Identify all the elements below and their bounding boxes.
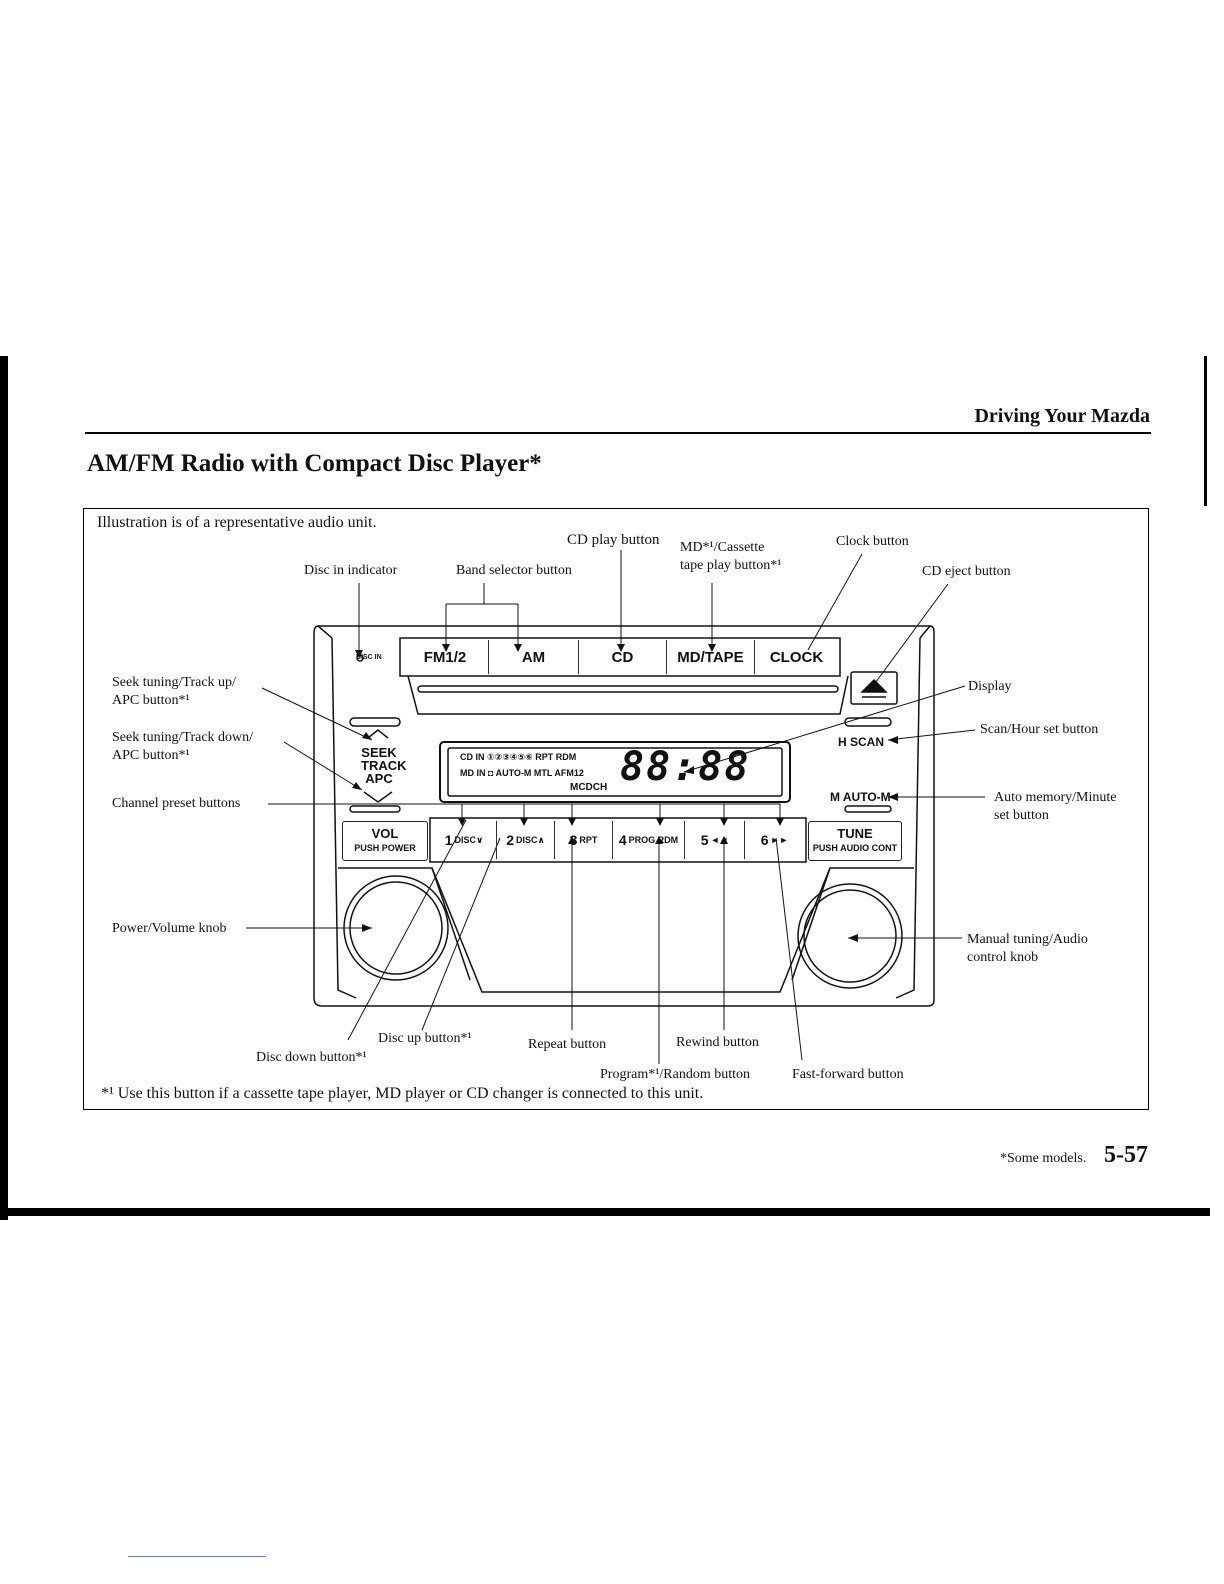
- callout-disc-down: Disc down button*¹: [256, 1050, 367, 1065]
- vol-label: VOL: [371, 826, 399, 841]
- header-rule: [85, 432, 1151, 434]
- power-volume-knob[interactable]: [344, 876, 448, 980]
- preset-6-number: 6: [760, 832, 769, 848]
- preset-button-6[interactable]: 6►►: [744, 821, 804, 859]
- preset-5-number: 5: [700, 832, 709, 848]
- page-title: AM/FM Radio with Compact Disc Player*: [87, 450, 542, 477]
- page-number: 5-57: [1104, 1142, 1148, 1168]
- tune-sub-label: PUSH AUDIO CONT: [812, 843, 898, 853]
- display-indicators-row1: CD IN ①②③④⑤⑥ RPT RDM: [460, 752, 577, 762]
- scan-hour-button[interactable]: H SCAN: [838, 735, 885, 749]
- preset-button-5[interactable]: 5◄◄: [684, 821, 744, 859]
- manual-tuning-audio-knob[interactable]: [798, 884, 902, 988]
- callout-disc-up: Disc up button*¹: [378, 1031, 472, 1046]
- preset-3-number: 3: [569, 832, 578, 848]
- display-indicators-row3: MCDCH: [570, 782, 608, 793]
- preset-4-sub: PROG RDM: [628, 835, 679, 845]
- callout-cd-play: CD play button: [567, 532, 660, 548]
- callout-display: Display: [968, 679, 1012, 694]
- preset-4-number: 4: [618, 832, 627, 848]
- callout-auto-memory-1: Auto memory/Minute: [994, 790, 1117, 805]
- callout-repeat: Repeat button: [528, 1037, 607, 1052]
- some-models-note: *Some models.: [1000, 1151, 1087, 1166]
- am-button[interactable]: AM: [488, 640, 578, 674]
- callout-fast-forward: Fast-forward button: [792, 1067, 904, 1082]
- callout-channel-preset: Channel preset buttons: [112, 796, 241, 811]
- callout-manual-tuning-1: Manual tuning/Audio: [967, 932, 1088, 947]
- preset-2-number: 2: [506, 832, 514, 848]
- callout-power-volume: Power/Volume knob: [112, 921, 227, 936]
- md-tape-button[interactable]: MD/TAPE: [666, 640, 754, 674]
- link-underline[interactable]: [128, 1556, 266, 1557]
- page-bottom-bar: [0, 1208, 1210, 1216]
- callout-scan-hour: Scan/Hour set button: [980, 722, 1099, 737]
- auto-memory-minute-button[interactable]: M AUTO-M: [830, 790, 891, 804]
- seek-track-apc-button[interactable]: SEEK TRACK APC: [361, 745, 407, 786]
- preset-1-sub: DISC∨: [454, 834, 484, 845]
- section-heading: Driving Your Mazda: [974, 405, 1150, 427]
- vol-power-button[interactable]: VOL PUSH POWER: [342, 821, 428, 861]
- display-indicators-row2: MD IN ◘ AUTO-M MTL AFM12: [460, 768, 584, 778]
- preset-1-number: 1: [444, 832, 453, 848]
- callout-rewind: Rewind button: [676, 1035, 759, 1050]
- callout-clock: Clock button: [836, 534, 909, 549]
- page-edge-bar-right: [1204, 356, 1207, 506]
- page-edge-bar-left: [0, 356, 8, 1220]
- clock-button[interactable]: CLOCK: [754, 640, 838, 674]
- figure-intro: Illustration is of a representative audi…: [97, 514, 377, 531]
- callout-band-selector: Band selector button: [456, 563, 572, 578]
- cd-eject-button[interactable]: [851, 672, 897, 704]
- callout-manual-tuning-2: control knob: [967, 950, 1039, 965]
- apc-label: APC: [365, 771, 393, 786]
- preset-2-sub: DISC∧: [515, 834, 545, 845]
- seek-label: SEEK: [361, 745, 397, 760]
- callout-md-tape-1: MD*¹/Cassette: [680, 540, 765, 555]
- tune-audio-button[interactable]: TUNE PUSH AUDIO CONT: [808, 821, 902, 861]
- preset-5-sub: ◄◄: [710, 835, 729, 845]
- callout-disc-in: Disc in indicator: [304, 563, 398, 578]
- preset-3-sub: RPT: [579, 835, 598, 845]
- callout-seek-down-2: APC button*¹: [112, 748, 190, 763]
- cd-button[interactable]: CD: [578, 640, 666, 674]
- figure-frame: [83, 508, 1149, 1110]
- display-digits: 88:88: [620, 744, 751, 790]
- callout-seek-up-1: Seek tuning/Track up/: [112, 675, 236, 690]
- callout-seek-up-2: APC button*¹: [112, 693, 190, 708]
- callout-cd-eject: CD eject button: [922, 564, 1011, 579]
- callout-program-random: Program*¹/Random button: [600, 1067, 751, 1082]
- fm-button[interactable]: FM1/2: [423, 648, 467, 666]
- disc-in-indicator: DISC IN: [356, 654, 382, 661]
- callout-auto-memory-2: set button: [994, 808, 1049, 823]
- tune-label: TUNE: [837, 826, 873, 841]
- footnote: *¹ Use this button if a cassette tape pl…: [101, 1085, 704, 1102]
- callout-md-tape-2: tape play button*¹: [680, 558, 782, 573]
- callout-seek-down-1: Seek tuning/Track down/: [112, 730, 254, 745]
- vol-sub-label: PUSH POWER: [354, 843, 416, 853]
- track-label: TRACK: [361, 758, 407, 773]
- preset-6-sub: ►►: [770, 835, 789, 845]
